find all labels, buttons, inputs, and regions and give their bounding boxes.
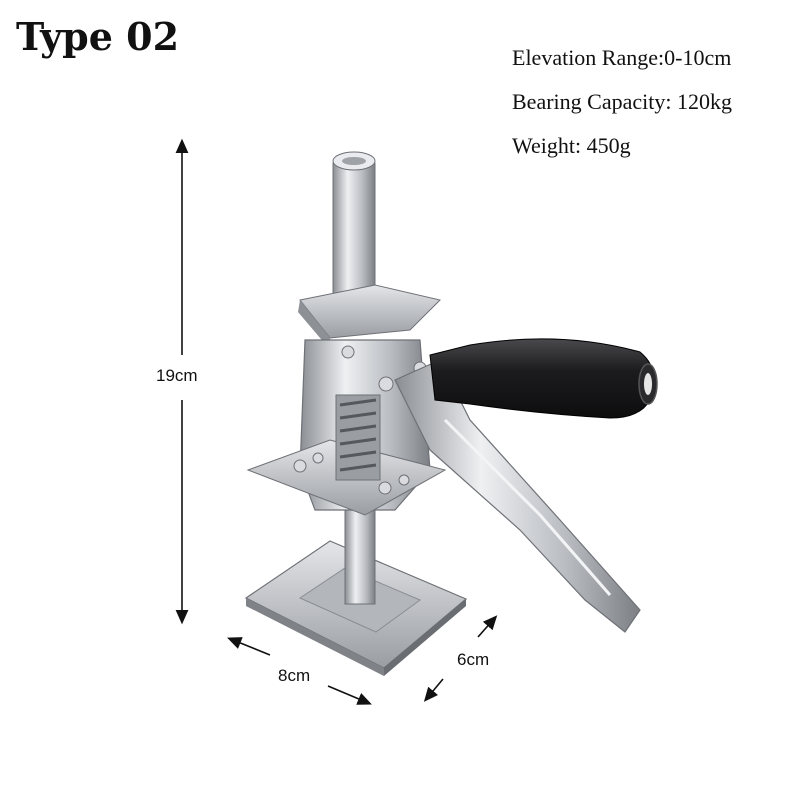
- height-label: 19cm: [156, 366, 198, 385]
- spec-weight: Weight: 450g: [512, 133, 631, 158]
- spec-elevation-range: Elevation Range:0-10cm: [512, 45, 732, 70]
- product-type-title: Type 02: [16, 14, 180, 59]
- width-label: 8cm: [278, 666, 311, 685]
- depth-dimension-arrow: [423, 615, 498, 702]
- lifting-rod: [332, 151, 376, 311]
- top-clamp: [298, 284, 441, 352]
- jack-body: [246, 339, 447, 516]
- spec-bearing-capacity: Bearing Capacity: 120kg: [512, 89, 732, 114]
- spec-list: Elevation Range:0-10cm Bearing Capacity:…: [512, 36, 732, 168]
- grip-handle: [429, 338, 658, 419]
- depth-label: 6cm: [457, 650, 490, 669]
- lower-post: [344, 495, 376, 605]
- width-dimension-arrow: [227, 637, 372, 705]
